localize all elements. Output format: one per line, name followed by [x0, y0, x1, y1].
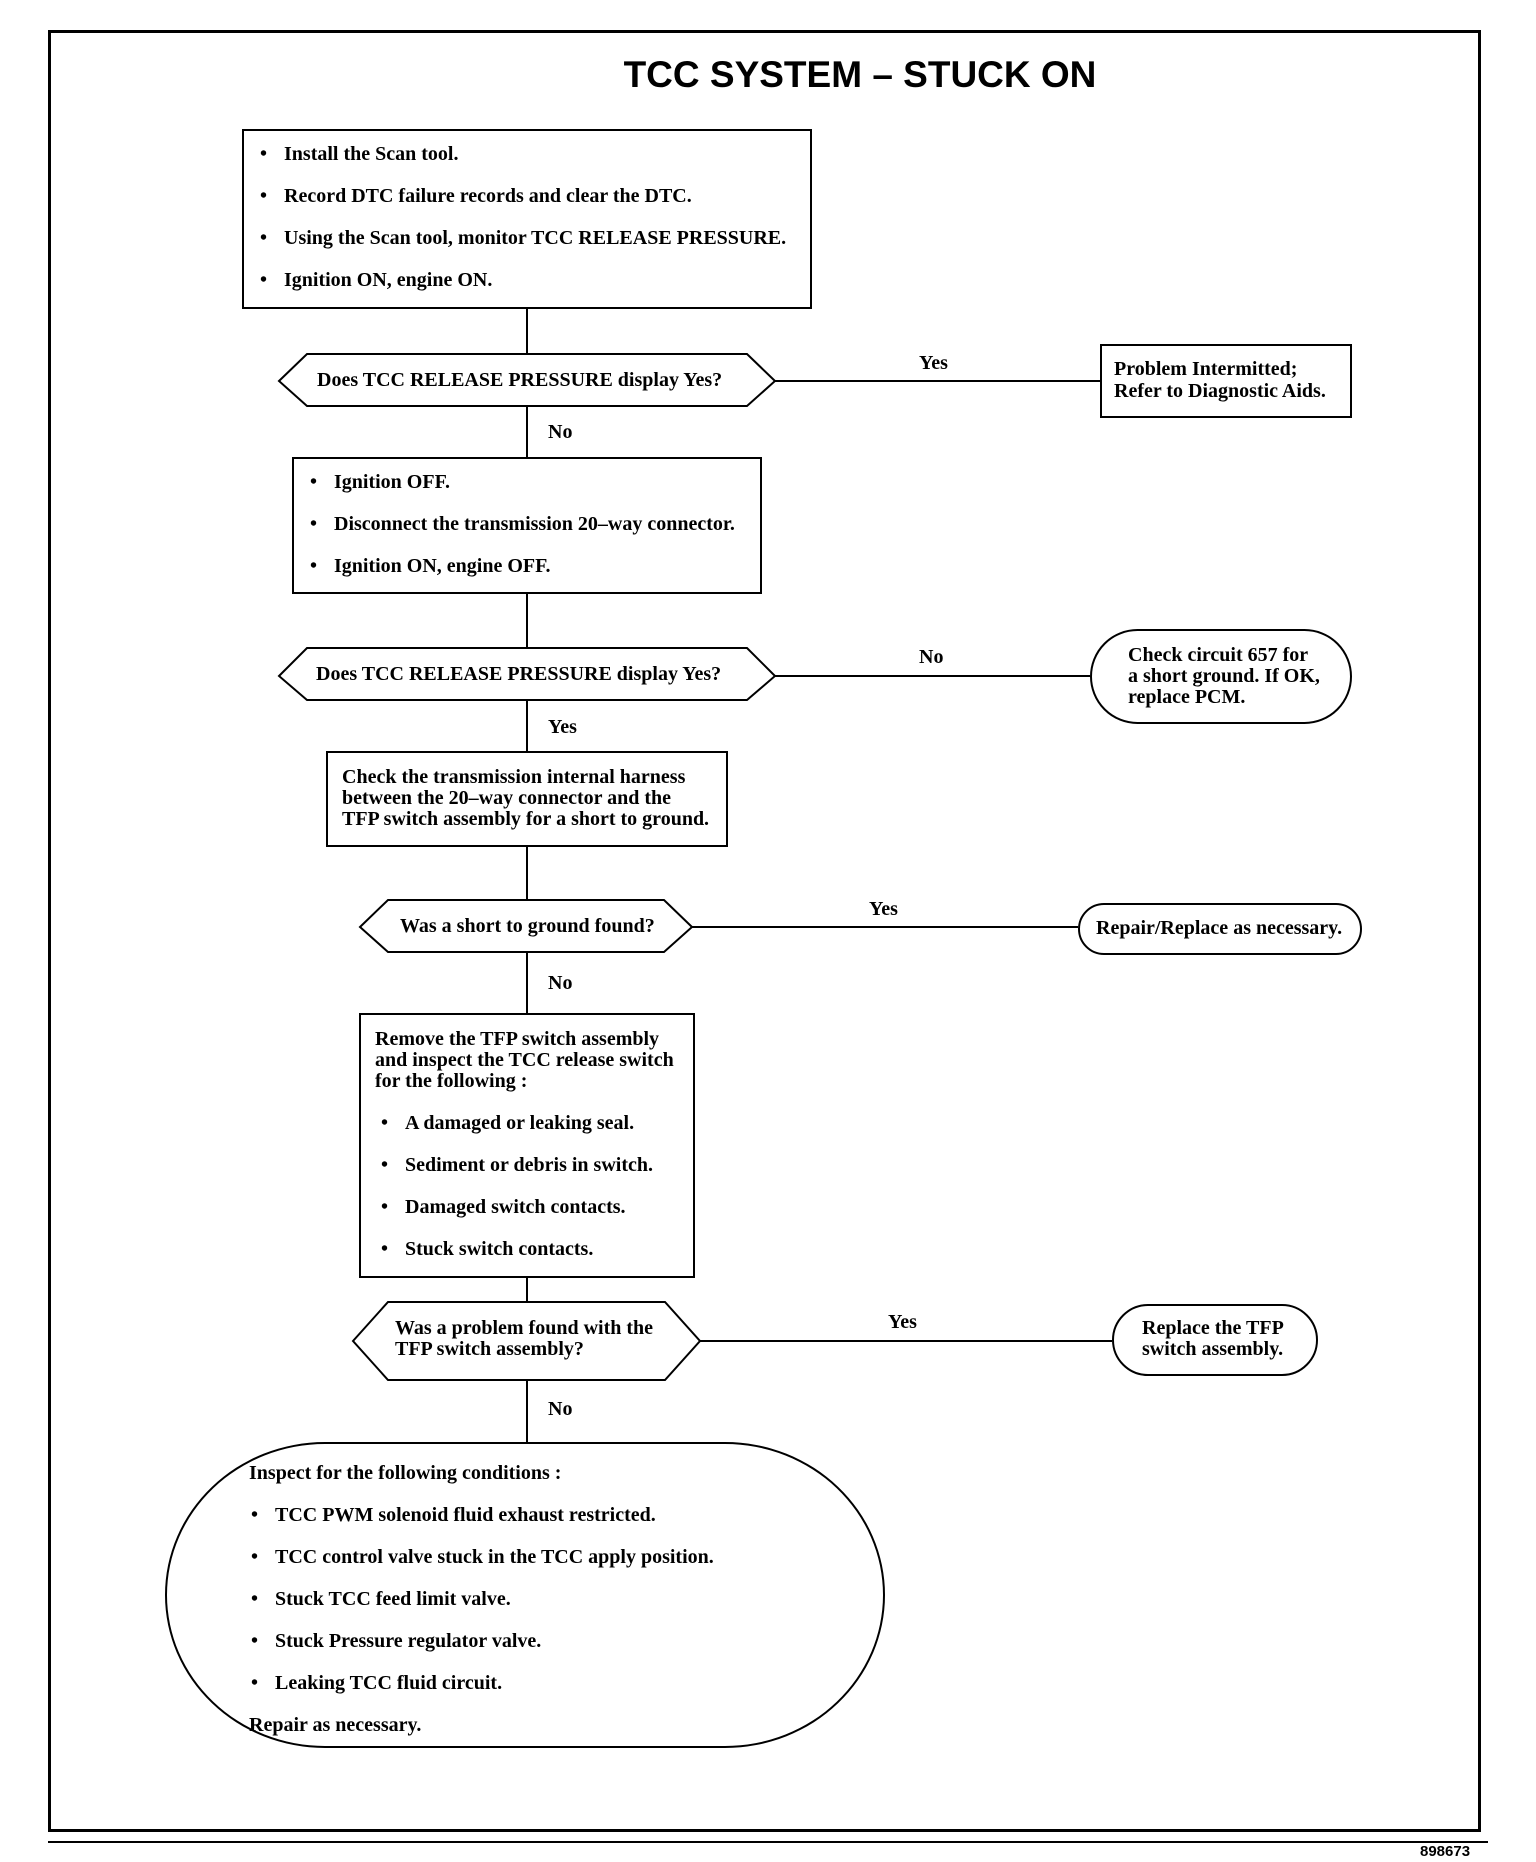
step4-box: Remove the TFP switch assembly and inspe…	[359, 1013, 695, 1278]
step1-item: Ignition ON, engine ON.	[254, 269, 800, 291]
decision-diamond-1	[277, 353, 777, 407]
decision2-no-label: No	[919, 646, 944, 668]
step4-intro: Remove the TFP switch assembly and inspe…	[375, 1028, 674, 1092]
final-terminator: Inspect for the following conditions : T…	[165, 1442, 885, 1748]
step1-item: Record DTC failure records and clear the…	[254, 185, 800, 207]
decision-diamond-3	[358, 899, 694, 953]
final-item: TCC PWM solenoid fluid exhaust restricte…	[245, 1504, 883, 1526]
diagram-title: TCC SYSTEM – STUCK ON	[623, 54, 1097, 95]
decision3-yes-result: Repair/Replace as necessary.	[1078, 903, 1362, 955]
decision4-question: Was a problem found with the TFP switch …	[395, 1317, 654, 1360]
step1-item: Using the Scan tool, monitor TCC RELEASE…	[254, 227, 800, 249]
decision4-yes-result: Replace the TFP switch assembly.	[1112, 1304, 1318, 1376]
step1-box: Install the Scan tool. Record DTC failur…	[242, 129, 812, 309]
step4-list: A damaged or leaking seal. Sediment or d…	[375, 1112, 683, 1260]
final-item: TCC control valve stuck in the TCC apply…	[245, 1546, 883, 1568]
final-item: Stuck Pressure regulator valve.	[245, 1630, 883, 1652]
decision4-no-label: No	[548, 1398, 573, 1420]
step1-list: Install the Scan tool. Record DTC failur…	[254, 143, 800, 291]
decision2-yes-label: Yes	[548, 716, 577, 738]
step4-item: Sediment or debris in switch.	[375, 1154, 683, 1176]
step4-item: Stuck switch contacts.	[375, 1238, 683, 1260]
decision3-yes-label: Yes	[869, 898, 898, 920]
diagram-frame	[48, 30, 1481, 1832]
step4-item: Damaged switch contacts.	[375, 1196, 683, 1218]
step4-item: A damaged or leaking seal.	[375, 1112, 683, 1134]
step2-box: Ignition OFF. Disconnect the transmissio…	[292, 457, 762, 594]
decision3-no-label: No	[548, 972, 573, 994]
decision-diamond-4	[351, 1301, 702, 1381]
decision1-yes-result: Problem Intermitted; Refer to Diagnostic…	[1100, 344, 1352, 418]
final-item: Leaking TCC fluid circuit.	[245, 1672, 883, 1694]
step3-text: Check the transmission internal harness …	[342, 766, 710, 830]
decision2-question: Does TCC RELEASE PRESSURE display Yes?	[316, 663, 722, 685]
step3-box: Check the transmission internal harness …	[326, 751, 728, 847]
step2-item: Ignition ON, engine OFF.	[304, 555, 750, 577]
step2-item: Disconnect the transmission 20–way conne…	[304, 513, 750, 535]
decision3-question: Was a short to ground found?	[400, 915, 655, 937]
decision-diamond-2	[277, 647, 777, 701]
step1-item: Install the Scan tool.	[254, 143, 800, 165]
bottom-rule	[48, 1841, 1488, 1843]
figure-number: 898673	[1420, 1843, 1471, 1860]
step2-list: Ignition OFF. Disconnect the transmissio…	[304, 471, 750, 577]
decision1-question: Does TCC RELEASE PRESSURE display Yes?	[317, 369, 723, 391]
decision4-yes-label: Yes	[888, 1311, 917, 1333]
step2-item: Ignition OFF.	[304, 471, 750, 493]
final-outro: Repair as necessary.	[249, 1714, 422, 1736]
decision1-no-label: No	[548, 421, 573, 443]
final-intro: Inspect for the following conditions :	[249, 1462, 562, 1484]
decision2-no-result: Check circuit 657 for a short ground. If…	[1090, 629, 1352, 724]
final-item: Stuck TCC feed limit valve.	[245, 1588, 883, 1610]
final-list: TCC PWM solenoid fluid exhaust restricte…	[245, 1504, 883, 1694]
decision1-yes-label: Yes	[919, 352, 948, 374]
